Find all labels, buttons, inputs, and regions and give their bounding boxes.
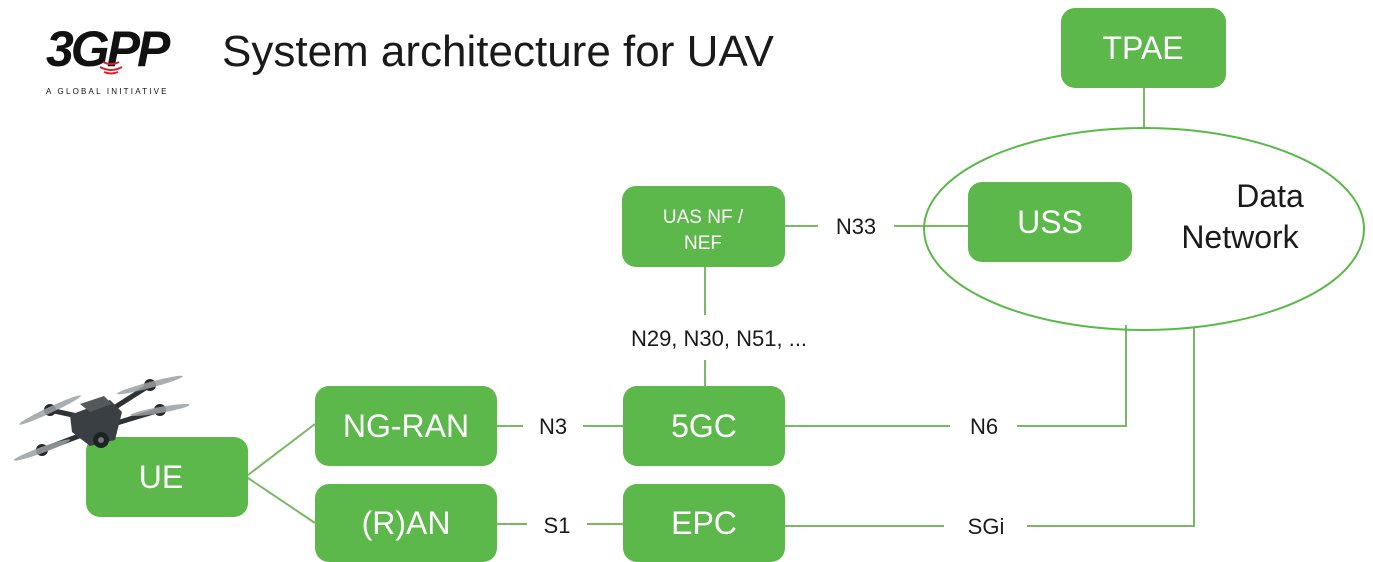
logo-tagline: A GLOBAL INITIATIVE bbox=[46, 87, 169, 96]
node-ran-label: (R)AN bbox=[362, 505, 451, 541]
node-epc[interactable]: EPC bbox=[623, 484, 785, 562]
interface-label-s1: S1 bbox=[544, 513, 571, 538]
node-ue[interactable]: UE bbox=[86, 437, 248, 517]
node-ran[interactable]: (R)AN bbox=[315, 484, 497, 562]
logo-mark: 3GPP bbox=[46, 21, 171, 77]
line-sgi-dn bbox=[1027, 328, 1195, 527]
interface-label-n33: N33 bbox=[836, 214, 876, 239]
line-ue-ngran bbox=[247, 423, 316, 476]
node-epc-label: EPC bbox=[671, 505, 737, 541]
node-ng-ran[interactable]: NG-RAN bbox=[315, 386, 497, 466]
logo-signal-icon bbox=[99, 61, 123, 75]
node-uas-nf-nef[interactable]: UAS NF / NEF bbox=[622, 186, 785, 267]
data-network-label-line1: Data bbox=[1236, 178, 1304, 214]
data-network-ellipse bbox=[923, 127, 1365, 331]
node-ng-ran-label: NG-RAN bbox=[343, 408, 469, 444]
interface-label-n29: N29, N30, N51, ... bbox=[631, 326, 807, 351]
node-uss[interactable]: USS bbox=[968, 182, 1132, 262]
node-uss-label: USS bbox=[1017, 204, 1083, 240]
line-n6-dn bbox=[1017, 325, 1127, 427]
connection-lines bbox=[247, 88, 1195, 527]
3gpp-logo: 3GPP A GLOBAL INITIATIVE bbox=[46, 21, 174, 96]
node-5gc[interactable]: 5GC bbox=[623, 386, 785, 466]
node-uas-nf-label-line2: NEF bbox=[684, 233, 722, 254]
node-ue-label: UE bbox=[139, 459, 183, 495]
node-uas-nf-label-line1: UAS NF / bbox=[663, 207, 744, 228]
interface-label-sgi: SGi bbox=[968, 514, 1005, 539]
data-network-label-line2: Network bbox=[1181, 219, 1299, 255]
interface-label-n6: N6 bbox=[970, 414, 998, 439]
page-title: System architecture for UAV bbox=[222, 27, 774, 76]
node-tpae[interactable]: TPAE bbox=[1061, 8, 1226, 88]
line-ue-ran bbox=[247, 477, 316, 524]
drone-icon bbox=[13, 375, 190, 461]
interface-label-n3: N3 bbox=[539, 414, 567, 439]
node-5gc-label: 5GC bbox=[671, 408, 737, 444]
node-tpae-label: TPAE bbox=[1102, 30, 1183, 66]
